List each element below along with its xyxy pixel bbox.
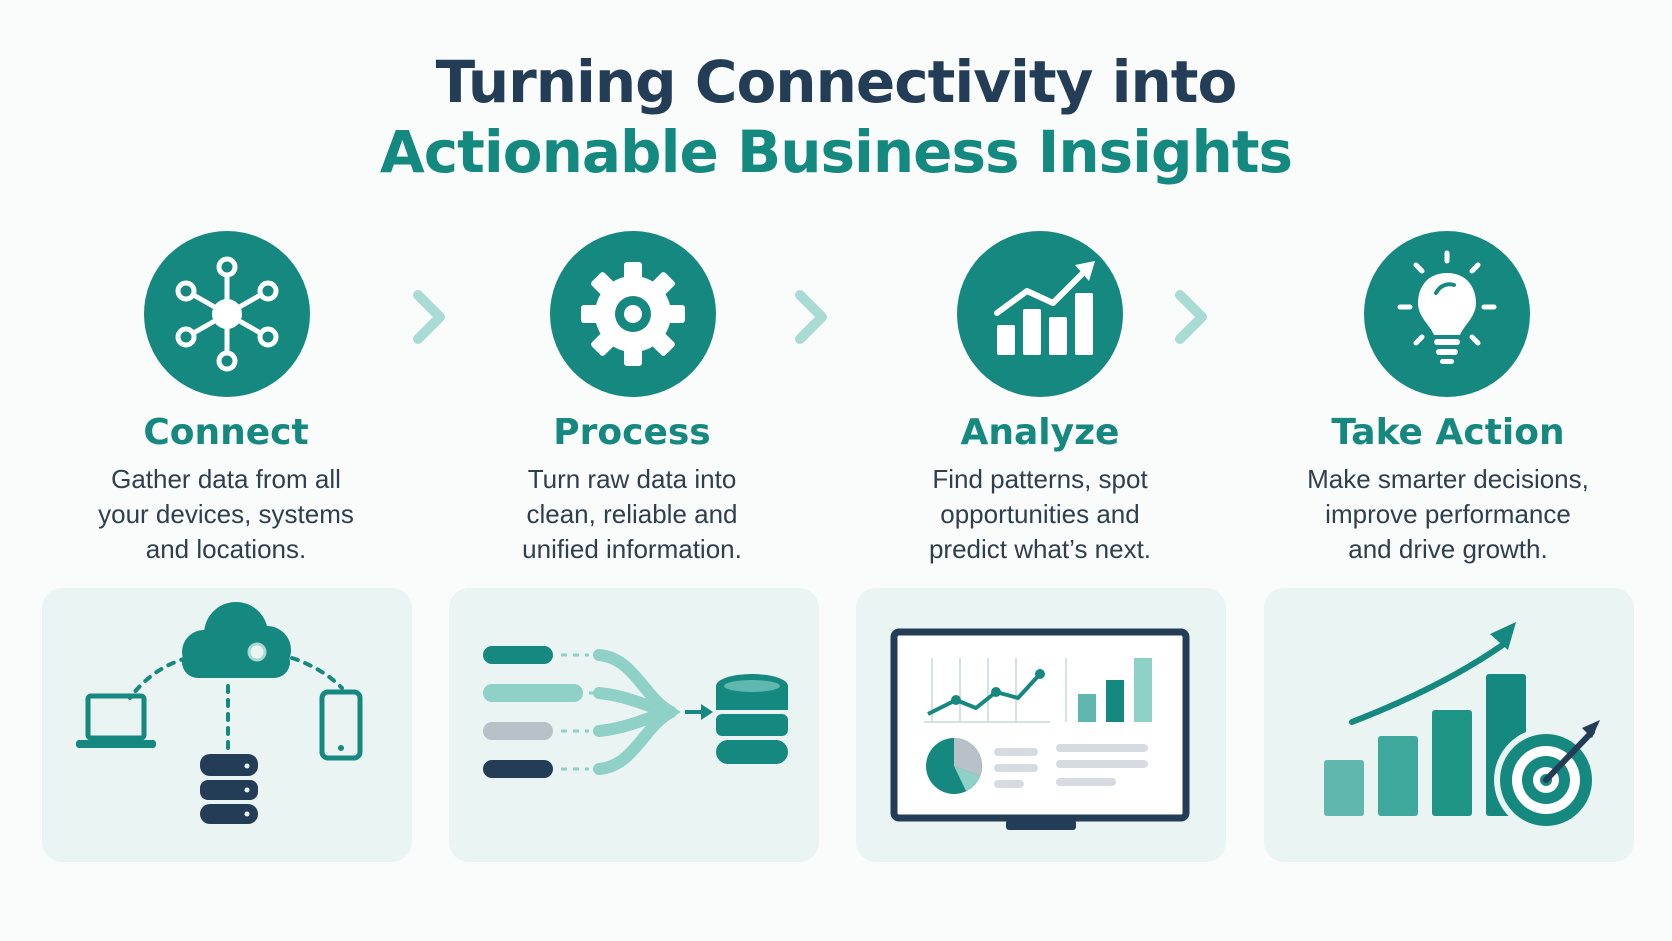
mini-bar-chart <box>1078 658 1152 722</box>
title-line-1: Turning Connectivity into <box>435 48 1238 116</box>
step-desc-analyze: Find patterns, spot opportunities and pr… <box>836 462 1244 567</box>
lightbulb-icon <box>1397 250 1497 364</box>
phone-icon <box>319 689 363 761</box>
connect-step-badge <box>144 231 310 397</box>
cloud-devices-database-illustration <box>76 602 363 824</box>
step-desc-line: predict what’s next. <box>928 534 1152 564</box>
take-action-step-badge <box>1364 231 1530 397</box>
funnel-streams <box>593 649 677 775</box>
step-desc-line: unified information. <box>522 534 742 564</box>
growth-chart-icon <box>994 261 1095 355</box>
chevron-right-icon <box>413 290 445 344</box>
network-hub-icon <box>175 256 279 372</box>
pie-chart-icon <box>926 738 982 794</box>
step-title-connect: Connect <box>143 412 309 453</box>
step-desc-line: Turn raw data into <box>527 464 737 494</box>
step-desc-connect: Gather data from all your devices, syste… <box>22 462 430 567</box>
step-title-process: Process <box>553 412 711 453</box>
step-desc-process: Turn raw data into clean, reliable and u… <box>428 462 836 567</box>
step-desc-line: Find patterns, spot <box>932 464 1148 494</box>
growth-bars <box>1324 674 1526 816</box>
analyze-illustration-card <box>856 588 1226 862</box>
step-desc-take-action: Make smarter decisions, improve performa… <box>1244 462 1652 567</box>
process-step-badge <box>550 231 716 397</box>
step-desc-line: and locations. <box>145 534 307 564</box>
chevron-right-icon <box>1175 290 1207 344</box>
step-desc-line: improve performance <box>1325 499 1571 529</box>
take-action-illustration-card <box>1264 588 1634 862</box>
step-title-take-action: Take Action <box>1331 412 1565 453</box>
step-desc-line: your devices, systems <box>98 499 354 529</box>
step-desc-line: clean, reliable and <box>526 499 738 529</box>
step-title-analyze: Analyze <box>960 412 1120 453</box>
gear-icon <box>581 262 685 366</box>
step-desc-line: and drive growth. <box>1348 534 1548 564</box>
analytics-dashboard-illustration <box>890 628 1190 830</box>
laptop-icon <box>76 693 156 748</box>
title-line-2: Actionable Business Insights <box>379 118 1293 186</box>
chevron-right-icon <box>795 290 827 344</box>
cloud-icon <box>182 602 291 678</box>
step-desc-line: Make smarter decisions, <box>1307 464 1589 494</box>
data-stream-bars <box>483 646 583 778</box>
process-illustration-card <box>449 588 819 862</box>
database-icon <box>200 754 258 824</box>
step-desc-line: Gather data from all <box>111 464 341 494</box>
growth-bars-and-target-illustration <box>1324 622 1600 832</box>
data-streams-into-database-illustration <box>483 646 788 778</box>
analyze-step-badge <box>957 231 1123 397</box>
connect-illustration-card <box>42 588 412 862</box>
step-desc-line: opportunities and <box>940 499 1140 529</box>
